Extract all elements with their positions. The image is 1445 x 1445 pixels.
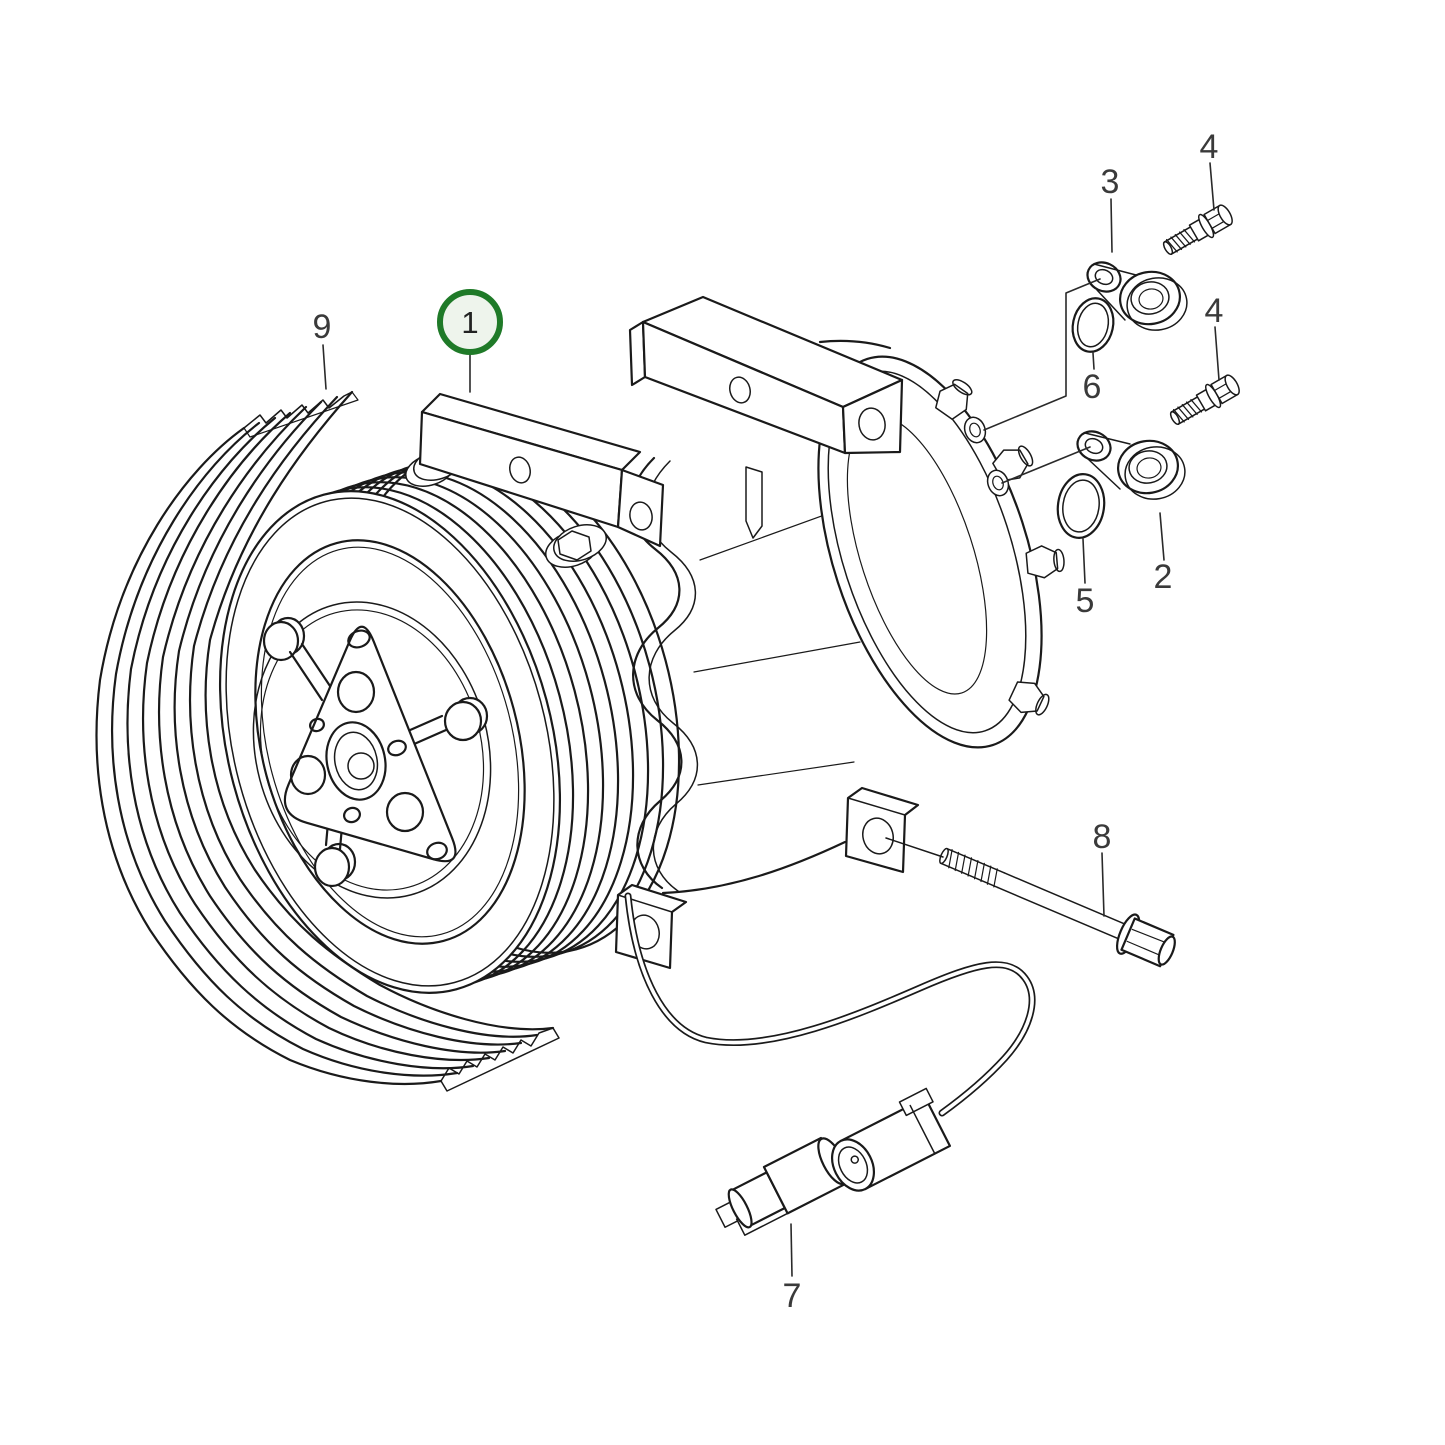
o-ring-5-drawing (1054, 471, 1108, 541)
belt-ribs (112, 397, 537, 1076)
callout-4-upper: 4 (1199, 128, 1219, 166)
callout-1-highlighted[interactable]: 1 (437, 289, 503, 355)
callout-3: 3 (1100, 163, 1120, 201)
head-bolt (931, 374, 978, 423)
mount-lug-rear (846, 788, 943, 872)
fitting-2-drawing (1073, 426, 1189, 504)
callout-6: 6 (1082, 368, 1102, 406)
screw-4-upper-drawing (1159, 201, 1236, 261)
callout-5: 5 (1075, 582, 1095, 620)
compressor-body-drawing (631, 341, 890, 893)
o-ring-6-drawing (1068, 294, 1118, 355)
screw-4-lower-drawing (1166, 371, 1243, 431)
clutch-plate (285, 627, 456, 861)
belt-drawing (97, 392, 559, 1091)
fitting-3-drawing (1083, 257, 1191, 335)
head-bolt (1026, 544, 1066, 579)
head-bolt (1007, 677, 1054, 722)
connector-socket-drawing (820, 1088, 954, 1197)
clutch-bosses (264, 618, 487, 886)
callout-2: 2 (1153, 558, 1173, 596)
clutch-plate-holes (291, 628, 449, 862)
clutch-pulley-drawing (167, 453, 612, 1031)
connector-plug-drawing (709, 1133, 854, 1241)
leader-lines (323, 163, 1219, 1276)
bolt-8-drawing (933, 835, 1180, 972)
clutch-hub (320, 717, 393, 805)
callout-8: 8 (1092, 818, 1112, 856)
callout-9: 9 (312, 308, 332, 346)
callout-7: 7 (782, 1277, 802, 1315)
rear-head-drawing (775, 329, 1085, 775)
clutch-wire-drawing (628, 896, 1032, 1113)
callout-4-lower: 4 (1204, 292, 1224, 330)
mount-bracket-bars (402, 297, 902, 574)
